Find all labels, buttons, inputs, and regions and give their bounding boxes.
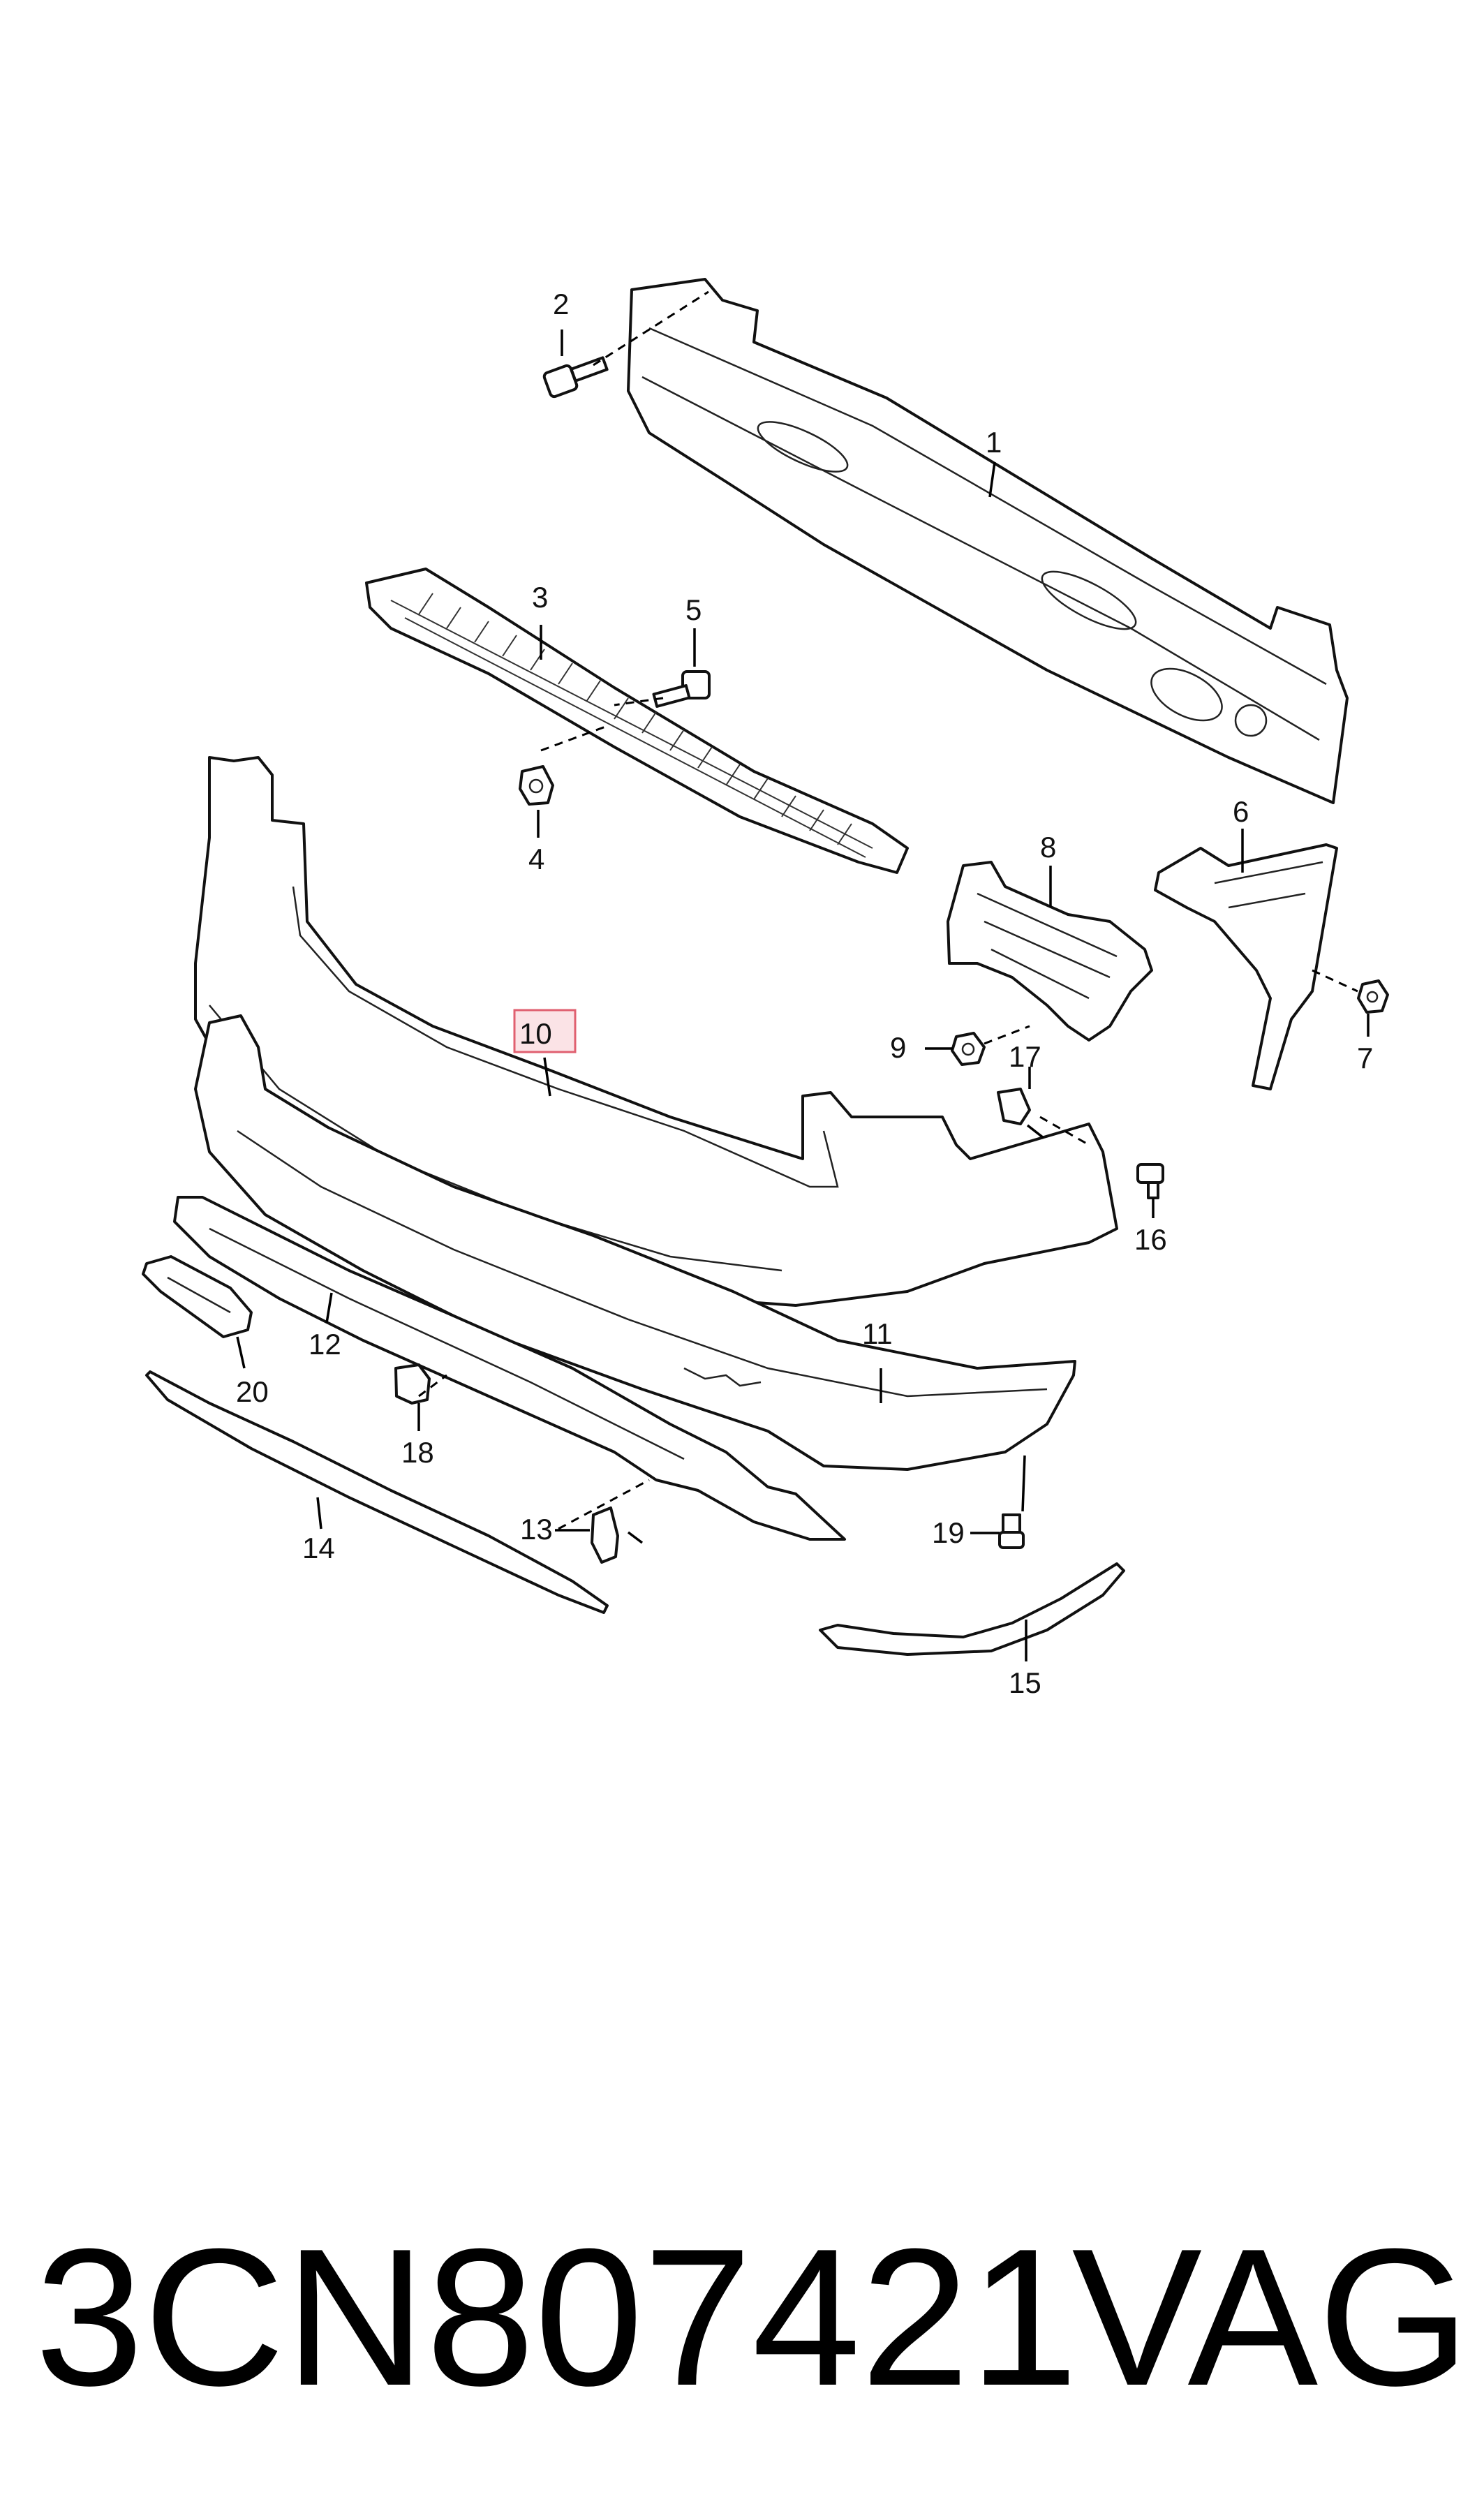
part-2-bolt[interactable] <box>542 356 609 399</box>
part-5-bolt[interactable] <box>652 670 711 708</box>
callout-15: 15 <box>1009 1666 1041 1699</box>
callout-12: 12 <box>309 1328 341 1361</box>
part-8-guide-bracket[interactable] <box>947 861 1153 1042</box>
callout-18: 18 <box>401 1436 434 1469</box>
callout-5: 5 <box>685 593 702 626</box>
callout-7: 7 <box>1357 1042 1373 1074</box>
callout-3: 3 <box>532 581 548 614</box>
callout-4: 4 <box>528 843 544 875</box>
callout-6: 6 <box>1233 795 1249 828</box>
callout-2: 2 <box>553 288 569 320</box>
part-19-screw[interactable] <box>998 1513 1025 1549</box>
callout-10: 10 <box>519 1017 552 1050</box>
part-14-trim-strip[interactable] <box>145 1370 609 1614</box>
highlight-box-10 <box>513 1009 577 1053</box>
part-6-guide-bracket[interactable] <box>1154 843 1338 1090</box>
part-12-trim-strip[interactable] <box>173 1196 846 1541</box>
leader-lines <box>236 290 1370 1661</box>
part-11-lower-diffuser[interactable] <box>194 1014 1076 1471</box>
callout-17: 17 <box>1009 1040 1041 1073</box>
part-13-tow-hook-cover[interactable] <box>591 1506 619 1564</box>
part-7-nut[interactable] <box>1357 979 1389 1014</box>
part-number: 3CN807421 <box>35 2209 1078 2427</box>
part-15-trim-strip[interactable] <box>819 1562 1125 1656</box>
part-4-clip-nut[interactable] <box>519 765 554 806</box>
callout-13: 13 <box>520 1513 553 1546</box>
callout-labels: 1 2 3 4 5 6 7 8 9 10 11 12 13 14 15 16 1… <box>236 288 1373 1699</box>
part-18-bracket[interactable] <box>394 1363 431 1405</box>
brand-name: VAG <box>1071 2209 1470 2427</box>
callout-16: 16 <box>1134 1223 1167 1256</box>
part-9-nut[interactable] <box>951 1032 986 1066</box>
part-1-impact-bar[interactable] <box>627 278 1349 804</box>
part-16-screw[interactable] <box>1136 1163 1164 1199</box>
callout-14: 14 <box>302 1532 335 1564</box>
part-17-clip[interactable] <box>997 1088 1031 1125</box>
callout-19: 19 <box>932 1516 965 1549</box>
callout-8: 8 <box>1040 831 1056 864</box>
callout-20: 20 <box>236 1375 269 1408</box>
callout-1: 1 <box>986 426 1002 459</box>
part-3-energy-absorber[interactable] <box>365 568 909 874</box>
callout-9: 9 <box>890 1031 906 1064</box>
callout-11: 11 <box>862 1317 893 1350</box>
part-20-reflector[interactable] <box>142 1255 253 1338</box>
